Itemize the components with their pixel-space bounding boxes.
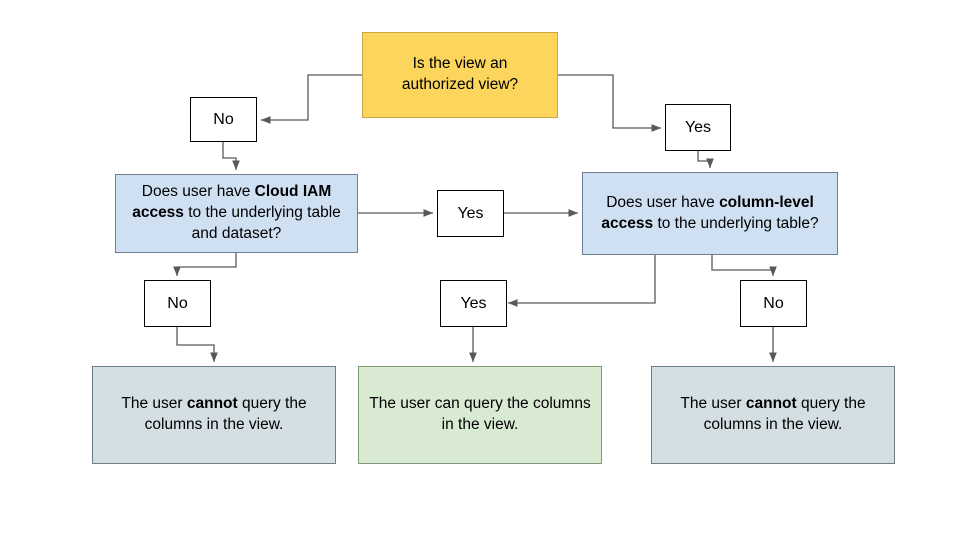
node-branch-no-top-label: No bbox=[213, 110, 234, 128]
edge-iam-to-no bbox=[173, 253, 237, 277]
node-iam-question-label: Does user have Cloud IAM access to the u… bbox=[132, 183, 341, 242]
node-column-question-label: Does user have column-level access to th… bbox=[601, 193, 819, 232]
edge-column-to-no bbox=[711, 255, 777, 277]
node-branch-yes-column-label: Yes bbox=[460, 294, 487, 312]
edge-no-to-result-left bbox=[176, 327, 218, 363]
node-result-left-label: The user cannot query the columns in the… bbox=[121, 395, 307, 433]
node-result-left[interactable]: The user cannot query the columns in the… bbox=[92, 366, 336, 464]
node-result-right[interactable]: The user cannot query the columns in the… bbox=[651, 366, 895, 464]
edge-start-to-yes bbox=[558, 74, 662, 132]
node-branch-yes-column[interactable]: Yes bbox=[440, 280, 507, 327]
node-branch-yes-middle[interactable]: Yes bbox=[437, 190, 504, 237]
node-start-question[interactable]: Is the view an authorized view? bbox=[362, 32, 558, 118]
node-branch-no-column-label: No bbox=[763, 294, 784, 312]
edge-start-to-no bbox=[260, 74, 362, 124]
node-column-question[interactable]: Does user have column-level access to th… bbox=[582, 172, 838, 255]
edge-no-to-iam bbox=[222, 142, 240, 171]
edge-column-to-yes bbox=[507, 255, 656, 307]
node-iam-question[interactable]: Does user have Cloud IAM access to the u… bbox=[115, 174, 358, 253]
node-branch-no-iam[interactable]: No bbox=[144, 280, 211, 327]
node-branch-no-top[interactable]: No bbox=[190, 97, 257, 142]
node-result-right-label: The user cannot query the columns in the… bbox=[680, 395, 866, 433]
node-result-middle[interactable]: The user can query the columns in the vi… bbox=[358, 366, 602, 464]
node-start-question-label: Is the view an authorized view? bbox=[401, 55, 519, 93]
node-branch-no-column[interactable]: No bbox=[740, 280, 807, 327]
node-branch-yes-top-label: Yes bbox=[684, 118, 712, 136]
edge-yes-to-column bbox=[697, 151, 714, 169]
node-branch-yes-top[interactable]: Yes bbox=[665, 104, 731, 151]
node-branch-yes-middle-label: Yes bbox=[457, 204, 484, 222]
node-result-middle-label: The user can query the columns in the vi… bbox=[369, 395, 591, 433]
node-branch-no-iam-label: No bbox=[167, 294, 188, 312]
